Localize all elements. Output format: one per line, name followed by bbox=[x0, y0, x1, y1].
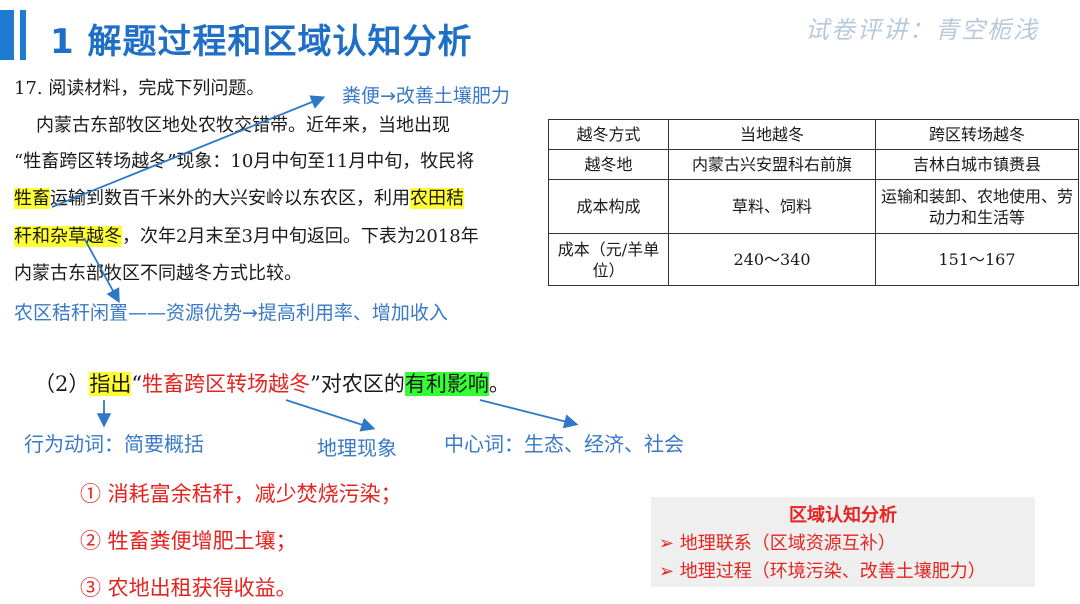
label-verb: 行为动词：简要概括 bbox=[24, 432, 204, 456]
material-line: “牲畜跨区转场越冬”现象：10月中旬至11月中旬，牧民将 bbox=[14, 151, 475, 172]
analysis-title: 区域认知分析 bbox=[789, 505, 897, 526]
table-header-cell: 跨区转场越冬 bbox=[875, 119, 1079, 150]
note-straw: 农区秸秆闲置——资源优势→提高利用率、增加收入 bbox=[14, 302, 448, 324]
comparison-table: 越冬方式 当地越冬 跨区转场越冬 越冬地 内蒙古兴安盟科右前旗 吉林白城市镇赉县… bbox=[548, 119, 1079, 286]
answer-item: ① 消耗富余秸秆，减少焚烧污染； bbox=[80, 482, 402, 506]
highlight-straw: 秆和杂草越冬 bbox=[14, 226, 122, 247]
question-text: 。 bbox=[488, 372, 510, 396]
arrow-phenomenon-to-label bbox=[285, 399, 376, 432]
phenomenon-text: 牲畜跨区转场越冬 bbox=[142, 372, 311, 396]
question-text: “ bbox=[131, 372, 143, 396]
question-intro: 17. 阅读材料，完成下列问题。 bbox=[14, 78, 265, 99]
material-line: 内蒙古东部牧区不同越冬方式比较。 bbox=[14, 263, 302, 284]
material-text: ，次年2月末至3月中旬返回。下表为2018年 bbox=[122, 226, 479, 247]
table-cell: 240～340 bbox=[668, 233, 876, 286]
sub-question: （2）指出“牲畜跨区转场越冬”对农区的有利影响。 bbox=[34, 369, 510, 399]
answer-item: ③ 农地出租获得收益。 bbox=[80, 576, 297, 600]
label-center-word: 中心词：生态、经济、社会 bbox=[444, 432, 684, 456]
analysis-item: ➢ 地理过程（环境污染、改善土壤肥力） bbox=[659, 561, 986, 582]
highlight-verb: 指出 bbox=[89, 372, 132, 396]
analysis-box: 区域认知分析 ➢ 地理联系（区域资源互补） ➢ 地理过程（环境污染、改善土壤肥力… bbox=[651, 497, 1035, 587]
arrow-straw-to-note bbox=[83, 237, 120, 304]
highlight-center-word: 有利影响 bbox=[404, 372, 489, 396]
table-cell: 吉林白城市镇赉县 bbox=[875, 149, 1079, 180]
highlight-livestock: 牲畜 bbox=[14, 188, 50, 209]
material-line: 秆和杂草越冬，次年2月末至3月中旬返回。下表为2018年 bbox=[14, 222, 479, 252]
watermark: 试卷评讲：青空栀浅 bbox=[805, 16, 1039, 44]
question-text: ”对农区的 bbox=[310, 372, 405, 396]
table-cell: 151～167 bbox=[875, 233, 1079, 286]
table-header-cell: 越冬方式 bbox=[548, 119, 669, 150]
note-manure: 粪便→改善土壤肥力 bbox=[342, 85, 510, 107]
arrow-center-to-label bbox=[479, 399, 579, 429]
answer-item: ② 牲畜粪便增肥土壤； bbox=[80, 529, 297, 553]
highlight-straw: 农田秸 bbox=[410, 188, 464, 209]
analysis-item: ➢ 地理联系（区域资源互补） bbox=[659, 533, 896, 554]
slide-title: 1 解题过程和区域认知分析 bbox=[50, 22, 473, 62]
title-accent-bar-thin bbox=[20, 10, 26, 60]
table-cell: 运输和装卸、农地使用、劳动力和生活等 bbox=[875, 179, 1079, 234]
material-line: 牲畜运输到数百千米外的大兴安岭以东农区，利用农田秸 bbox=[14, 184, 464, 214]
material-line: 内蒙古东部牧区地处农牧交错带。近年来，当地出现 bbox=[36, 115, 450, 136]
material-text: 运输到数百千米外的大兴安岭以东农区，利用 bbox=[50, 188, 410, 209]
question-number: （2） bbox=[34, 372, 90, 396]
table-cell: 内蒙古兴安盟科右前旗 bbox=[668, 149, 876, 180]
title-accent-bar bbox=[0, 10, 14, 60]
table-cell: 草料、饲料 bbox=[668, 179, 876, 234]
label-phenomenon: 地理现象 bbox=[317, 436, 397, 460]
arrow-livestock-to-manure bbox=[51, 95, 326, 208]
table-cell: 越冬地 bbox=[548, 149, 669, 180]
